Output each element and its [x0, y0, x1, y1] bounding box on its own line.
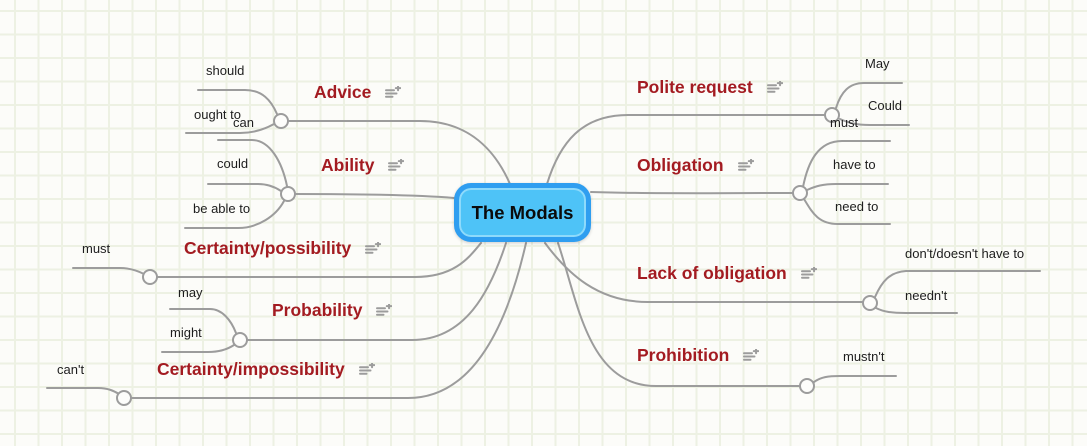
branch-certainty-possibility: Certainty/possibility — [184, 239, 381, 258]
link-polite-request — [546, 114, 826, 185]
child-need-to[interactable]: need to — [835, 199, 879, 214]
toggle-ability[interactable] — [280, 186, 296, 202]
branch-lack-of-obligation: Lack of obligation — [637, 264, 817, 283]
toggle-advice[interactable] — [273, 113, 289, 129]
branch-certainty-possibility-label[interactable]: Certainty/possibility — [184, 238, 352, 258]
link-neednt — [875, 307, 958, 314]
child-must-right[interactable]: must — [830, 115, 859, 130]
add-note-icon[interactable] — [376, 304, 392, 318]
branch-prohibition-label[interactable]: Prohibition — [637, 345, 730, 365]
branch-advice-label[interactable]: Advice — [314, 82, 372, 102]
branch-certainty-impossibility-label[interactable]: Certainty/impossibility — [157, 359, 345, 379]
branch-certainty-impossibility: Certainty/impossibility — [157, 360, 375, 379]
add-note-icon[interactable] — [385, 86, 401, 100]
link-could-capital — [839, 118, 910, 126]
link-might — [161, 344, 235, 353]
toggle-lack-of-obligation[interactable] — [862, 295, 878, 311]
child-could[interactable]: could — [217, 156, 249, 171]
link-probability — [246, 242, 507, 341]
link-mustnt — [813, 375, 897, 383]
branch-advice: Advice — [314, 83, 401, 102]
link-should — [197, 89, 278, 115]
toggle-obligation[interactable] — [792, 185, 808, 201]
branch-ability-label[interactable]: Ability — [321, 155, 375, 175]
child-neednt[interactable]: needn't — [905, 288, 948, 303]
add-note-icon[interactable] — [767, 81, 783, 95]
branch-probability: Probability — [272, 301, 392, 320]
child-dont-doesnt-have-to[interactable]: don't/doesn't have to — [905, 246, 1025, 261]
child-mustnt[interactable]: mustn't — [843, 349, 885, 364]
link-cant — [46, 387, 120, 395]
link-may-capital — [835, 82, 903, 109]
link-need-to — [803, 198, 891, 225]
toggle-prohibition[interactable] — [799, 378, 815, 394]
link-could — [207, 183, 282, 192]
link-lack-of-obligation — [544, 242, 864, 303]
child-may-capital[interactable]: May — [865, 56, 890, 71]
link-be-able-to — [184, 200, 285, 229]
branch-polite-request-label[interactable]: Polite request — [637, 77, 753, 97]
link-obligation — [590, 191, 794, 195]
add-note-icon[interactable] — [388, 159, 404, 173]
child-may[interactable]: may — [178, 285, 203, 300]
link-ought-to — [185, 123, 275, 134]
link-certainty-impossibility — [130, 242, 527, 399]
link-must-right — [802, 140, 891, 188]
link-have-to — [806, 183, 889, 191]
child-must-left[interactable]: must — [82, 241, 111, 256]
child-cant[interactable]: can't — [57, 362, 85, 377]
child-should[interactable]: should — [206, 63, 245, 78]
link-ability — [294, 193, 455, 199]
link-certainty-possibility — [156, 242, 482, 278]
branch-polite-request: Polite request — [637, 78, 783, 97]
branch-obligation: Obligation — [637, 156, 754, 175]
link-advice — [287, 120, 511, 185]
toggle-polite-request[interactable] — [824, 107, 840, 123]
link-can — [217, 139, 288, 187]
branch-probability-label[interactable]: Probability — [272, 300, 363, 320]
add-note-icon[interactable] — [743, 349, 759, 363]
child-could-capital[interactable]: Could — [868, 98, 902, 113]
link-must-left — [72, 267, 145, 275]
toggle-certainty-impossibility[interactable] — [116, 390, 132, 406]
link-prohibition — [557, 242, 801, 387]
branch-ability: Ability — [321, 156, 404, 175]
link-dont-doesnt-have-to — [874, 270, 1041, 298]
child-have-to[interactable]: have to — [833, 157, 876, 172]
branch-obligation-label[interactable]: Obligation — [637, 155, 724, 175]
root-node[interactable]: The Modals — [454, 183, 591, 242]
child-ought-to[interactable]: ought to — [194, 107, 241, 122]
root-node-label: The Modals — [471, 201, 574, 223]
add-note-icon[interactable] — [738, 159, 754, 173]
toggle-probability[interactable] — [232, 332, 248, 348]
branch-prohibition: Prohibition — [637, 346, 759, 365]
add-note-icon[interactable] — [801, 267, 817, 281]
branch-lack-of-obligation-label[interactable]: Lack of obligation — [637, 263, 787, 283]
toggle-certainty-possibility[interactable] — [142, 269, 158, 285]
child-can[interactable]: can — [233, 115, 254, 130]
add-note-icon[interactable] — [365, 242, 381, 256]
child-might[interactable]: might — [170, 325, 202, 340]
link-may — [169, 308, 237, 334]
add-note-icon[interactable] — [359, 363, 375, 377]
child-be-able-to[interactable]: be able to — [193, 201, 251, 216]
